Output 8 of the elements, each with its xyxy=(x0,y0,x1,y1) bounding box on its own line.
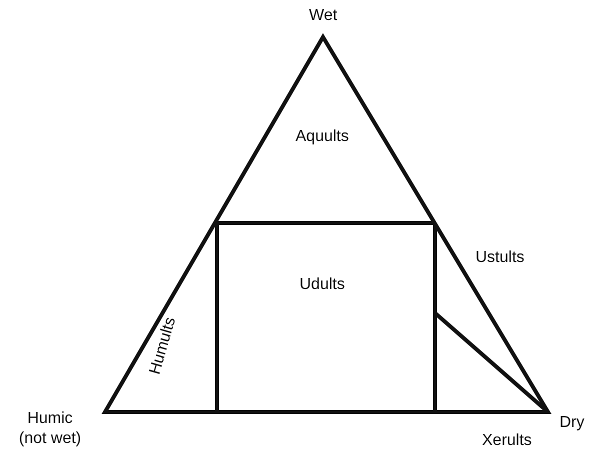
corner-label: Wet xyxy=(309,6,338,26)
region-label: Xerults xyxy=(482,431,532,451)
region-label: Ustults xyxy=(476,248,524,268)
region-label: Aquults xyxy=(296,127,349,147)
region-label: Udults xyxy=(300,275,345,295)
region-label: Humults xyxy=(145,315,180,377)
corner-label: Humic (not wet) xyxy=(18,409,82,449)
corner-label: Dry xyxy=(560,413,584,433)
